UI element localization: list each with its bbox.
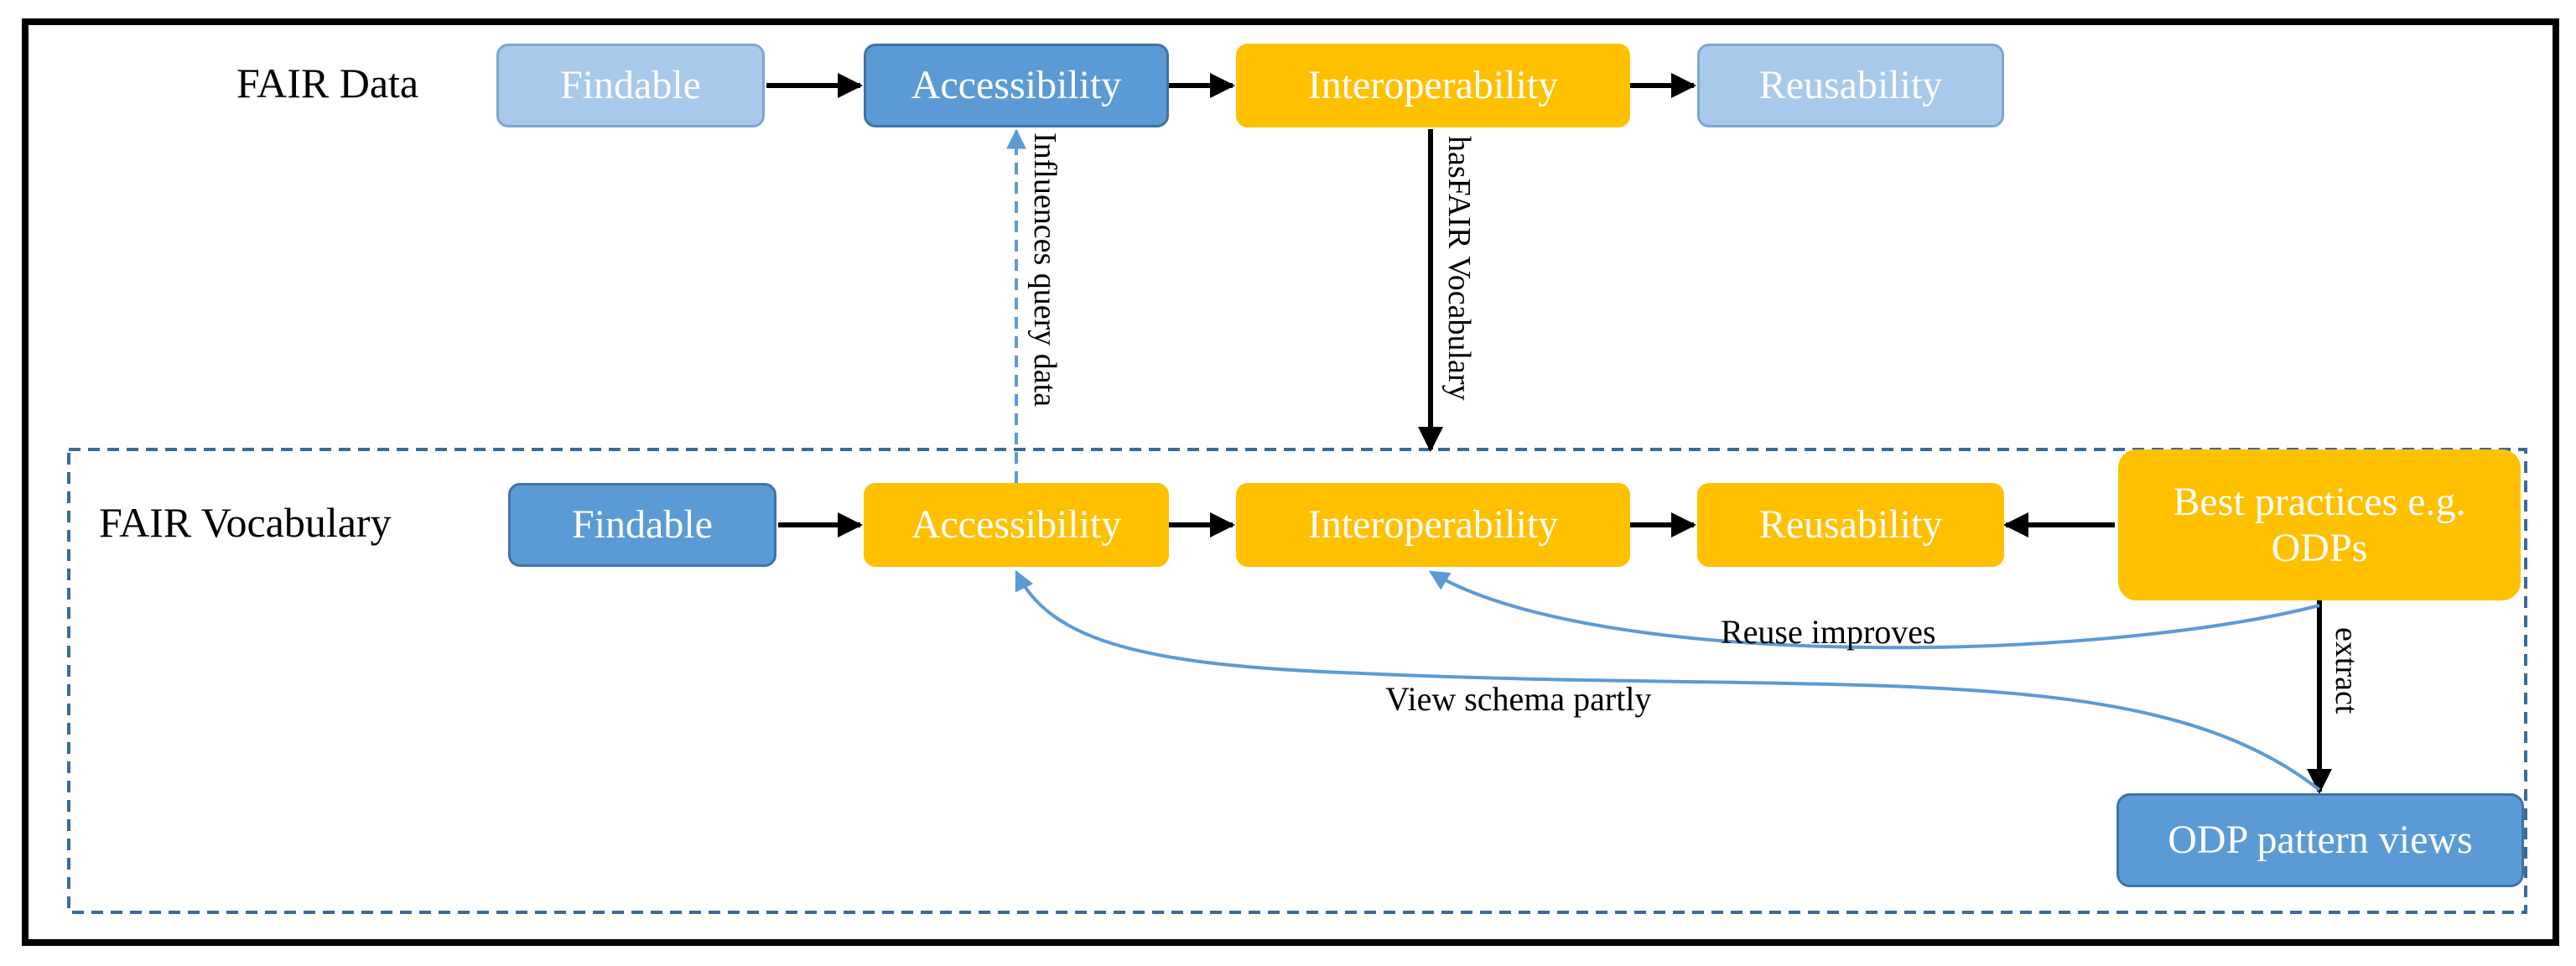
fv-interoperability-box: Interoperability — [1236, 483, 1630, 567]
fair-vocabulary-container — [67, 448, 2527, 914]
reuse-improves-label: Reuse improves — [1721, 613, 1936, 651]
has-fair-vocabulary-label: hasFAIR Vocabulary — [1441, 136, 1477, 401]
influences-query-data-label: Influences query data — [1027, 132, 1062, 408]
fv-reusability-box: Reusability — [1697, 483, 2004, 567]
fv-findable-box: Findable — [508, 483, 776, 567]
curve-view-schema-partly — [1015, 569, 2321, 792]
fd-interoperability-box: Interoperability — [1236, 44, 1630, 127]
outer-frame — [22, 18, 2559, 946]
odp-pattern-views-box: ODP pattern views — [2116, 793, 2524, 887]
extract-label: extract — [2329, 627, 2364, 714]
view-schema-partly-label: View schema partly — [1385, 680, 1652, 718]
fd-findable-box: Findable — [496, 44, 765, 127]
best-practices-box: Best practices e.g. ODPs — [2118, 449, 2521, 600]
curve-reuse-improves — [1428, 570, 2320, 650]
fd-reusability-box: Reusability — [1697, 44, 2004, 127]
fair-data-label: FAIR Data — [236, 60, 419, 106]
fair-vocabulary-label: FAIR Vocabulary — [99, 499, 392, 546]
fv-accessibility-box: Accessibility — [864, 483, 1169, 567]
fd-accessibility-box: Accessibility — [864, 44, 1169, 127]
